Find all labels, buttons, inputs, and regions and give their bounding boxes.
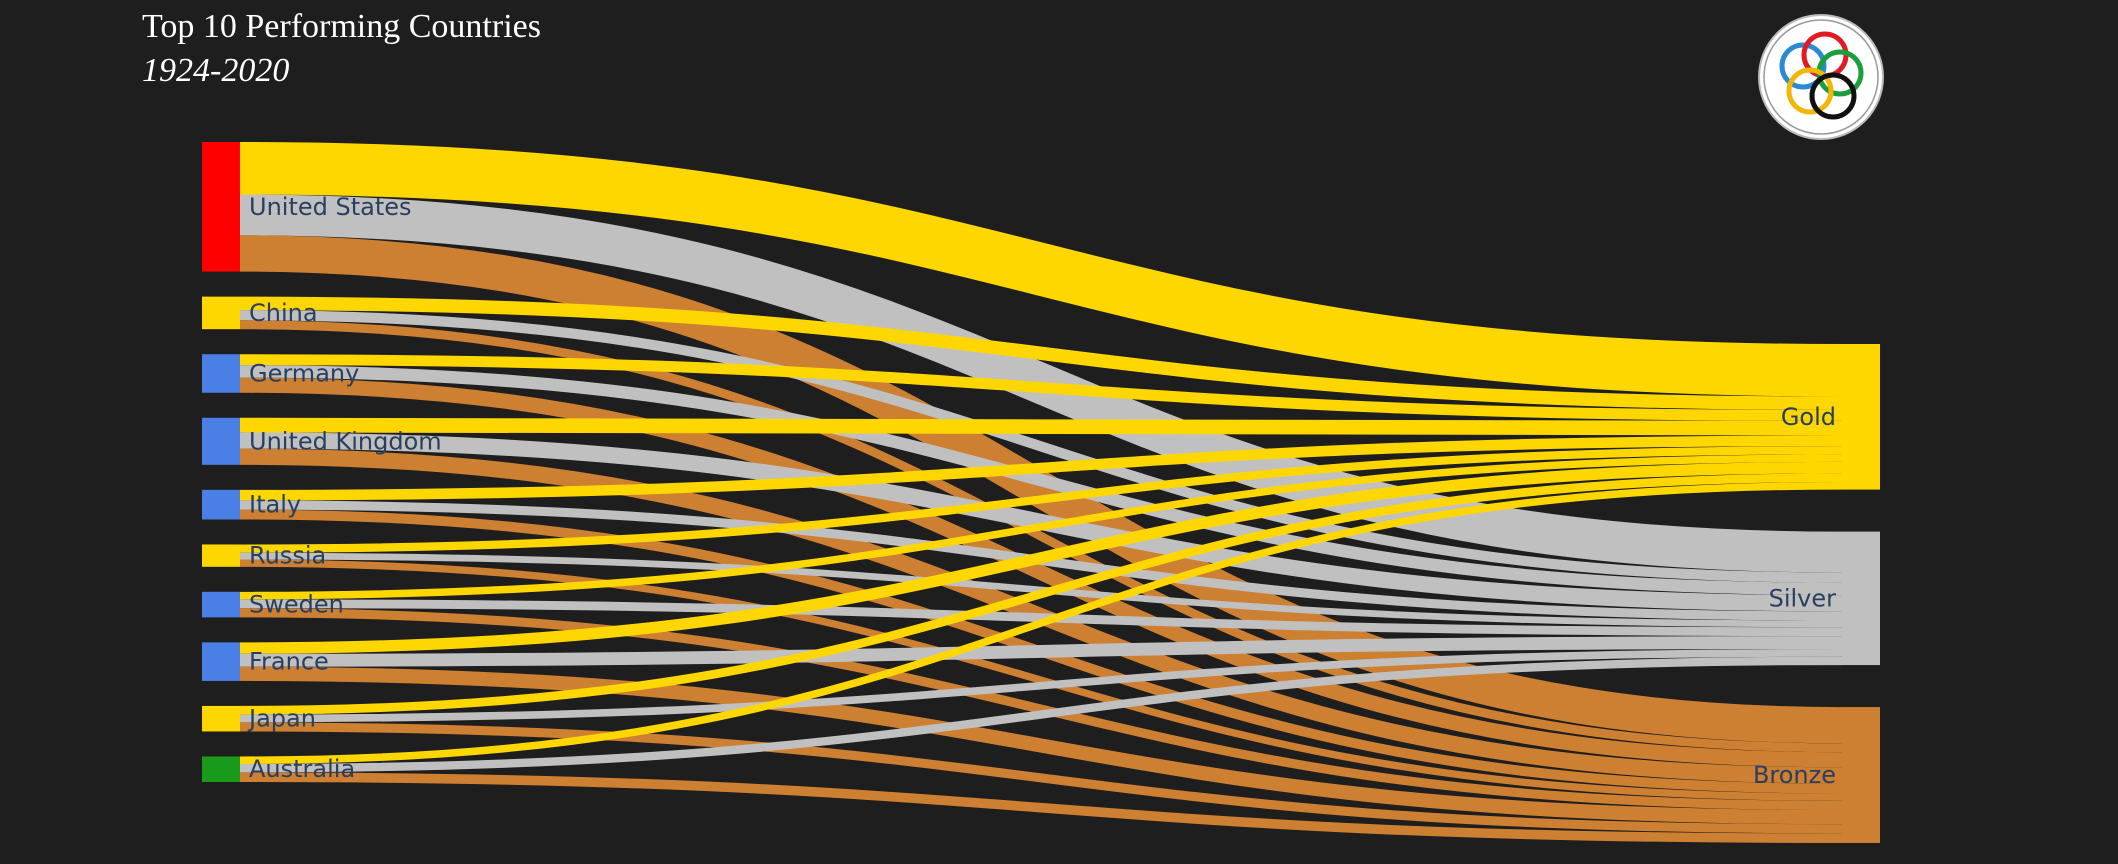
node-label-bronze: Bronze <box>1753 761 1836 789</box>
node-sweden <box>202 591 240 618</box>
flow-italy-gold <box>239 435 1843 501</box>
node-germany <box>202 354 240 393</box>
node-australia <box>202 756 240 782</box>
node-label-russia: Russia <box>249 542 326 570</box>
node-label-japan: Japan <box>247 705 316 733</box>
node-label-gold: Gold <box>1781 403 1836 431</box>
flow-japan-bronze <box>239 722 1843 834</box>
node-united-kingdom <box>202 417 240 465</box>
node-italy <box>202 489 240 520</box>
node-label-germany: Germany <box>249 359 359 387</box>
node-label-united-kingdom: United Kingdom <box>249 427 442 455</box>
chart-subtitle: 1924-2020 <box>142 52 290 89</box>
flow-germany-bronze <box>239 377 1843 768</box>
flow-australia-bronze <box>239 772 1843 844</box>
flow-france-silver <box>239 636 1843 667</box>
node-label-italy: Italy <box>249 491 301 519</box>
node-bronze <box>1842 707 1880 843</box>
flow-united-states-gold <box>239 141 1843 397</box>
flow-sweden-bronze <box>239 608 1843 811</box>
flow-japan-silver <box>239 648 1843 723</box>
node-label-france: France <box>249 648 329 676</box>
flow-sweden-silver <box>239 599 1843 637</box>
flow-france-gold <box>239 461 1843 654</box>
flow-france-bronze <box>239 666 1843 825</box>
flow-united-kingdom-gold <box>239 417 1843 436</box>
flow-china-gold <box>239 296 1843 410</box>
node-japan <box>202 705 240 732</box>
flow-australia-silver <box>239 656 1843 773</box>
node-united-states <box>202 142 240 272</box>
flow-united-states-bronze <box>239 235 1843 744</box>
node-label-silver: Silver <box>1769 584 1837 612</box>
flow-australia-gold <box>239 482 1843 765</box>
node-label-united-states: United States <box>249 193 412 221</box>
flow-russia-bronze <box>239 559 1843 801</box>
flow-germany-gold <box>239 354 1843 421</box>
node-china <box>202 296 240 330</box>
node-silver <box>1842 531 1880 666</box>
chart-title: Top 10 Performing Countries <box>142 8 541 45</box>
node-gold <box>1842 344 1880 490</box>
node-label-sweden: Sweden <box>249 591 344 619</box>
node-russia <box>202 544 240 567</box>
flow-china-bronze <box>239 320 1843 753</box>
flow-sweden-gold <box>239 454 1843 600</box>
flow-united-kingdom-silver <box>239 432 1843 612</box>
node-france <box>202 642 240 681</box>
olympic-rings-icon <box>1758 14 1884 140</box>
flow-japan-gold <box>239 473 1843 715</box>
flow-china-silver <box>239 310 1843 583</box>
flow-germany-silver <box>239 365 1843 596</box>
node-label-australia: Australia <box>249 755 355 783</box>
flow-russia-gold <box>239 446 1843 553</box>
node-label-china: China <box>249 299 318 327</box>
